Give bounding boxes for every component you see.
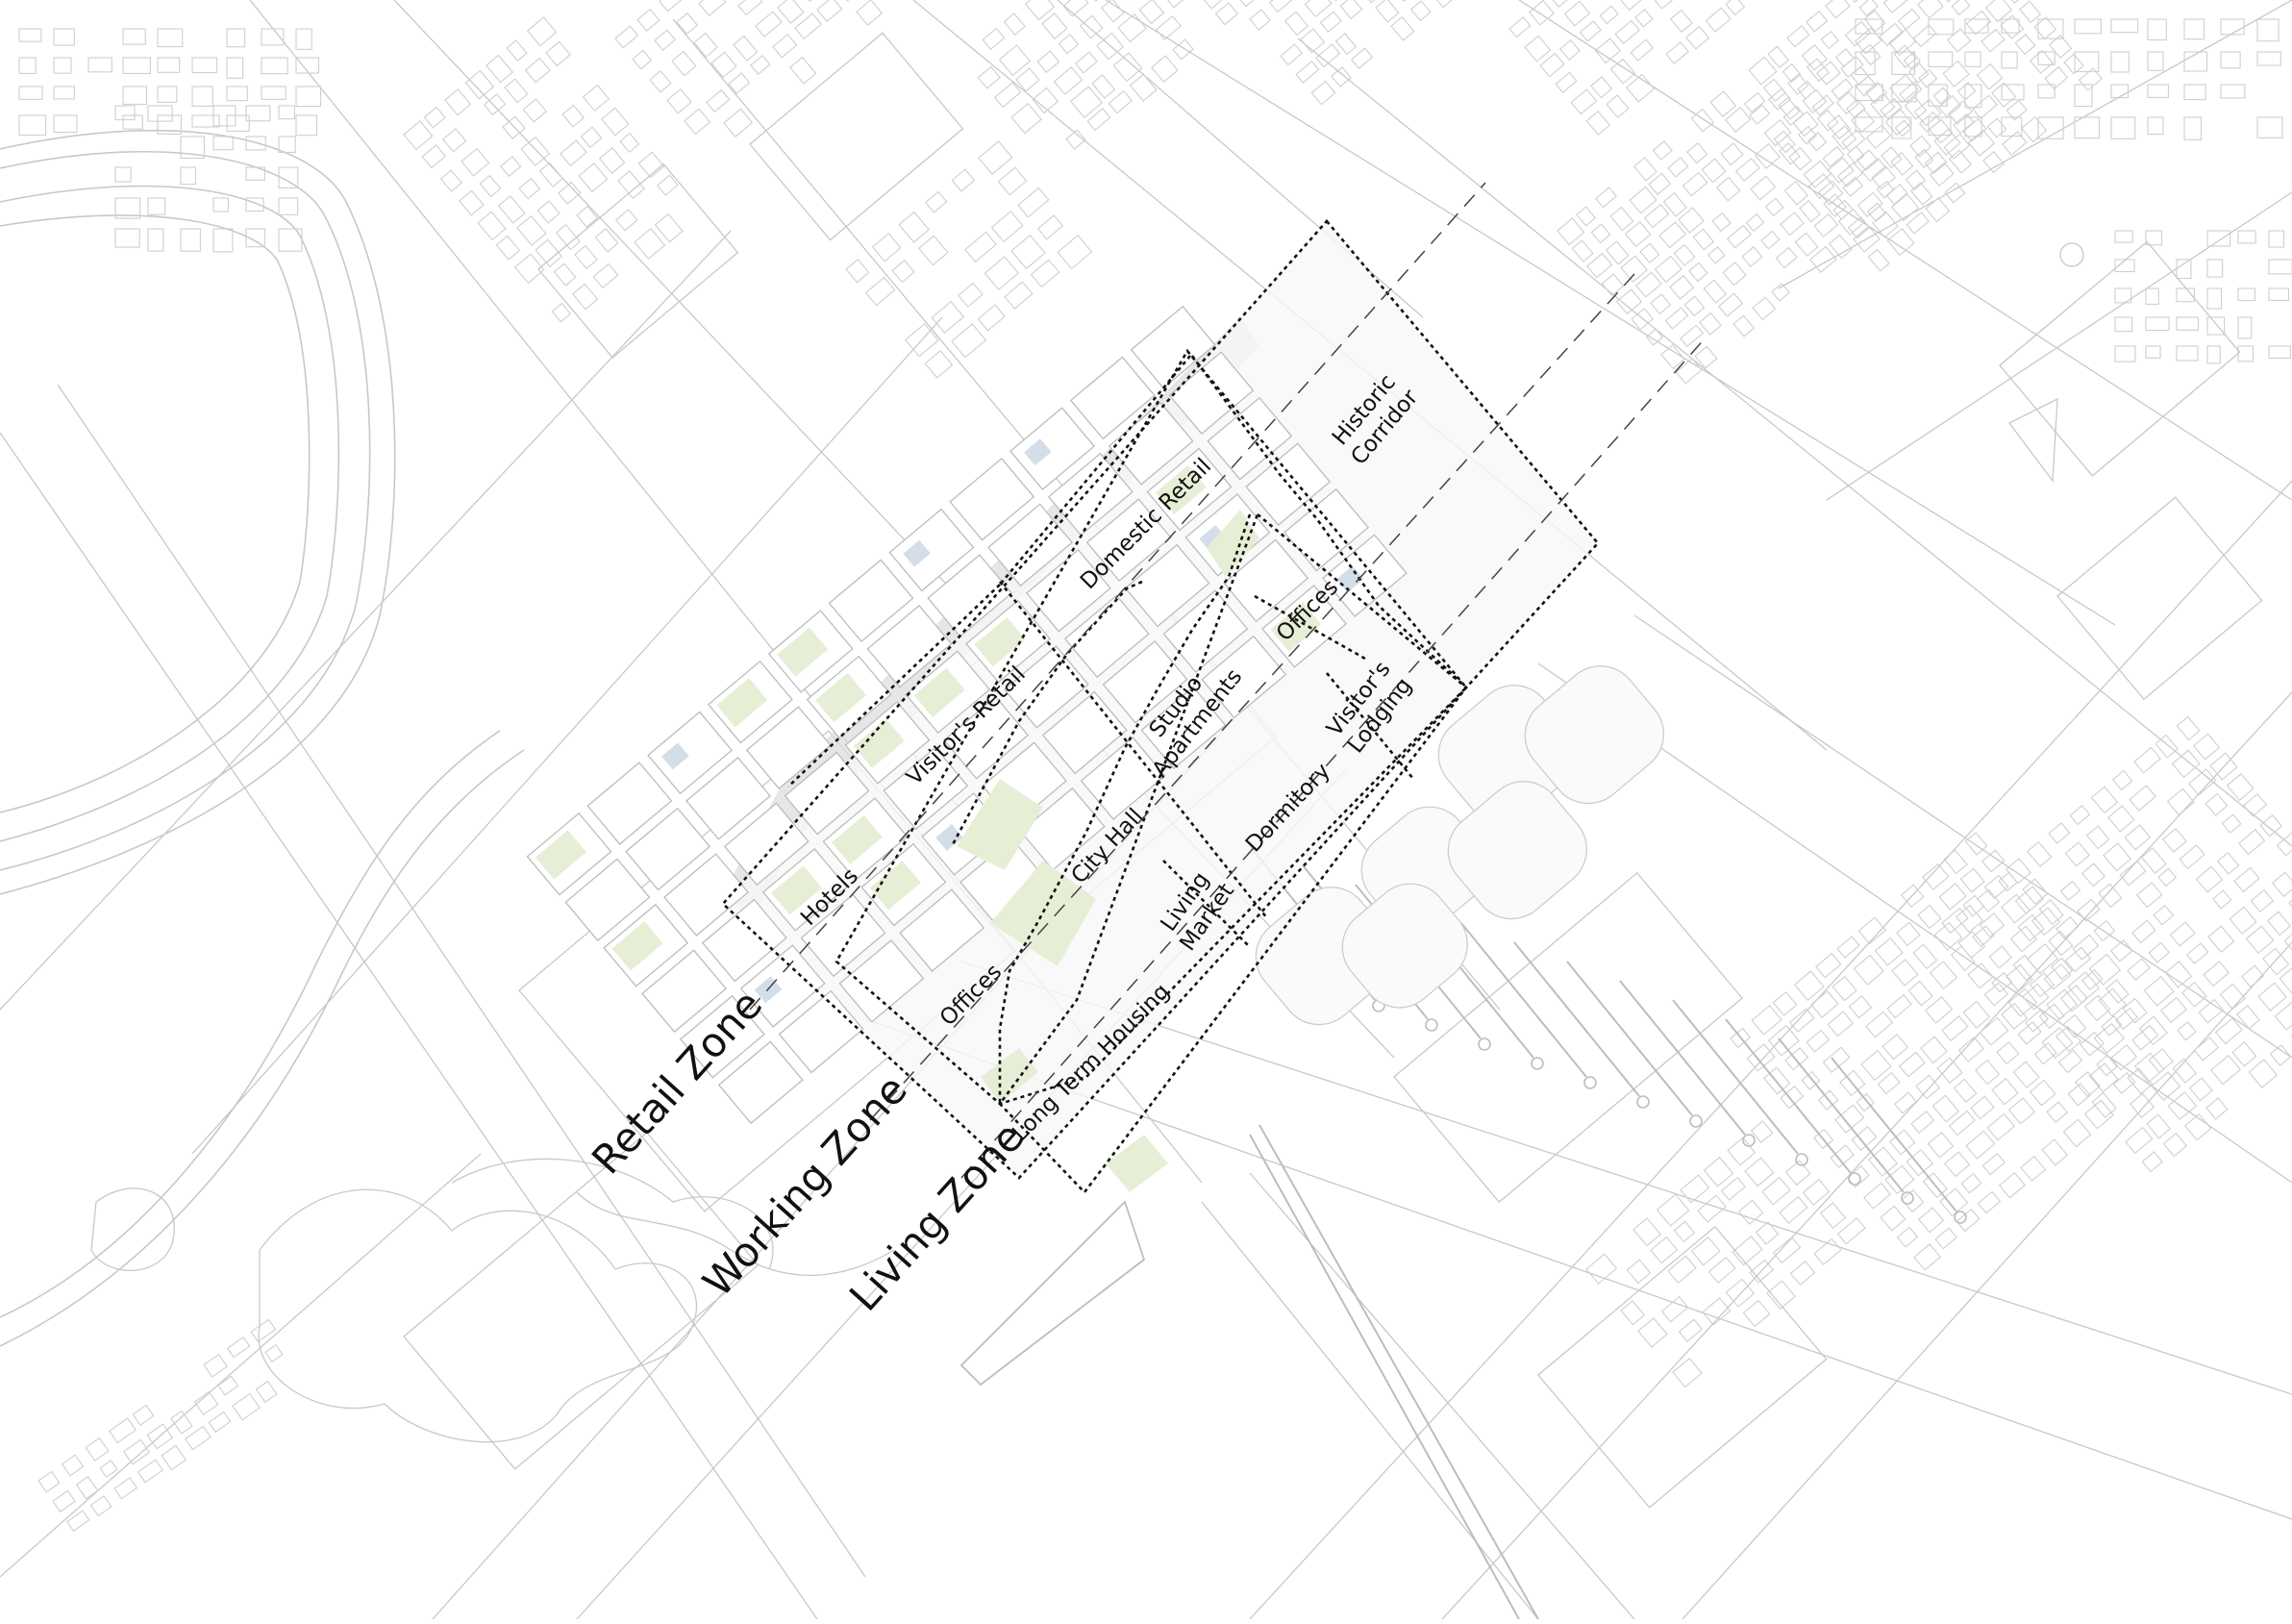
map-canvas: HistoricCorridorDomestic RetailVisitor's…: [0, 0, 2292, 1619]
site-plan-map: HistoricCorridorDomestic RetailVisitor's…: [0, 0, 2292, 1619]
